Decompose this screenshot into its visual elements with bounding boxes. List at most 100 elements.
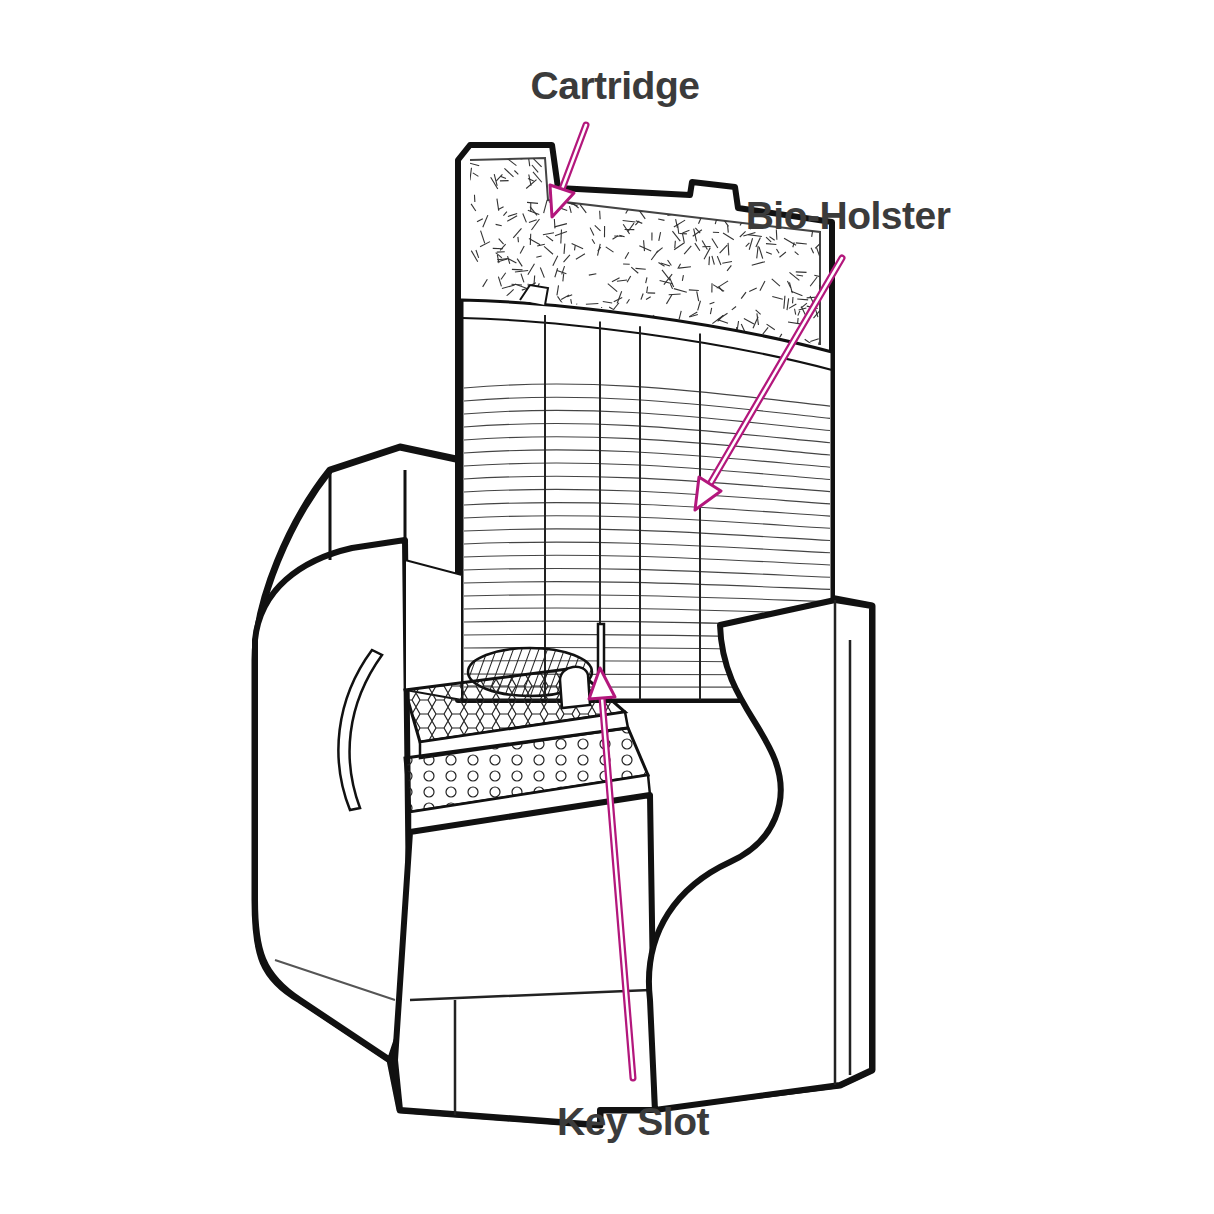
floss-fiber (658, 262, 664, 266)
floss-fiber (730, 219, 735, 221)
floss-fiber (655, 151, 660, 153)
floss-fiber (498, 207, 503, 210)
floss-fiber (680, 163, 687, 165)
floss-fiber (617, 156, 627, 157)
floss-fiber (474, 195, 476, 202)
floss-fiber (751, 177, 753, 186)
floss-fiber (713, 232, 719, 233)
floss-fiber (740, 221, 743, 226)
floss-fiber (493, 248, 503, 249)
holster-rib (464, 503, 830, 517)
floss-fiber (471, 251, 477, 262)
floss-fiber (625, 252, 629, 259)
floss-fiber (557, 285, 559, 295)
floss-fiber (723, 233, 734, 240)
floss-fiber (718, 320, 728, 324)
floss-fiber (646, 287, 648, 294)
floss-fiber (772, 279, 780, 286)
floss-fiber (789, 304, 796, 308)
floss-fiber (508, 259, 516, 263)
floss-fiber (595, 225, 601, 231)
floss-fiber (798, 311, 800, 316)
floss-fiber (637, 200, 642, 212)
floss-fiber (507, 216, 517, 222)
floss-fiber (521, 151, 526, 156)
floss-fiber (623, 263, 630, 264)
floss-fiber (674, 220, 685, 227)
floss-fiber (591, 174, 599, 177)
floss-fiber (500, 244, 506, 250)
floss-fiber (724, 195, 731, 203)
floss-fiber (555, 268, 558, 277)
floss-fiber (757, 246, 759, 259)
floss-fiber (740, 208, 743, 213)
floss-fiber (784, 189, 794, 190)
floss-fiber (639, 195, 644, 200)
floss-fiber (460, 159, 470, 163)
floss-fiber (623, 224, 629, 234)
holster-clip (520, 285, 548, 305)
floss-fiber (732, 307, 736, 310)
floss-fiber (662, 167, 668, 169)
floss-fiber (627, 299, 630, 303)
floss-fiber (695, 153, 699, 160)
floss-fiber (579, 174, 586, 185)
floss-fiber (826, 169, 838, 172)
floss-fiber (513, 228, 521, 237)
floss-fiber (695, 243, 700, 251)
floss-fiber (477, 219, 483, 222)
floss-fiber (517, 237, 519, 242)
floss-fiber (682, 230, 689, 233)
floss-fiber (668, 260, 672, 266)
floss-fiber (554, 219, 556, 228)
floss-fiber (530, 234, 532, 245)
floss-fiber (689, 289, 699, 291)
floss-fiber (646, 277, 647, 283)
floss-fiber (695, 228, 700, 233)
floss-fiber (787, 298, 789, 310)
floss-fiber (734, 206, 739, 215)
leader-arrow (695, 258, 842, 510)
floss-fiber (821, 156, 823, 164)
holster-rib (464, 568, 830, 577)
floss-fiber (658, 219, 664, 220)
floss-fiber (722, 261, 732, 263)
floss-fiber (590, 228, 594, 236)
floss-fiber (697, 291, 699, 301)
floss-fiber (810, 277, 817, 286)
floss-fiber (744, 158, 750, 167)
leader-arrow (589, 668, 633, 1078)
floss-fiber (561, 295, 569, 299)
floss-fiber (816, 170, 823, 177)
floss-fiber (508, 256, 510, 264)
floss-fiber (536, 256, 541, 257)
floss-fiber (813, 175, 816, 186)
floss-fiber (573, 168, 575, 175)
floss-fiber (499, 239, 504, 244)
floss-fiber (515, 270, 528, 271)
floss-fiber (599, 211, 601, 220)
floss-fiber (719, 287, 723, 292)
floss-fiber (794, 174, 799, 177)
floss-fiber (480, 242, 490, 247)
floss-fiber (521, 274, 524, 283)
floss-fiber (666, 295, 672, 304)
floss-fiber (675, 168, 680, 175)
floss-fiber (682, 153, 691, 163)
floss-fiber (603, 301, 612, 303)
floss-fiber (717, 281, 728, 288)
floss-fiber (711, 283, 712, 292)
holster-rib (464, 450, 830, 467)
floss-fiber (797, 298, 808, 300)
floss-fiber (470, 168, 472, 181)
floss-fiber (533, 158, 541, 167)
floss-fiber (683, 155, 686, 162)
floss-fiber (669, 293, 681, 295)
floss-fiber (643, 193, 645, 198)
floss-fiber (789, 282, 792, 293)
floss-fiber (723, 154, 736, 159)
holster-rib (464, 397, 830, 418)
floss-fiber (656, 248, 662, 253)
floss-fiber (506, 157, 517, 165)
floss-fiber (642, 176, 643, 183)
